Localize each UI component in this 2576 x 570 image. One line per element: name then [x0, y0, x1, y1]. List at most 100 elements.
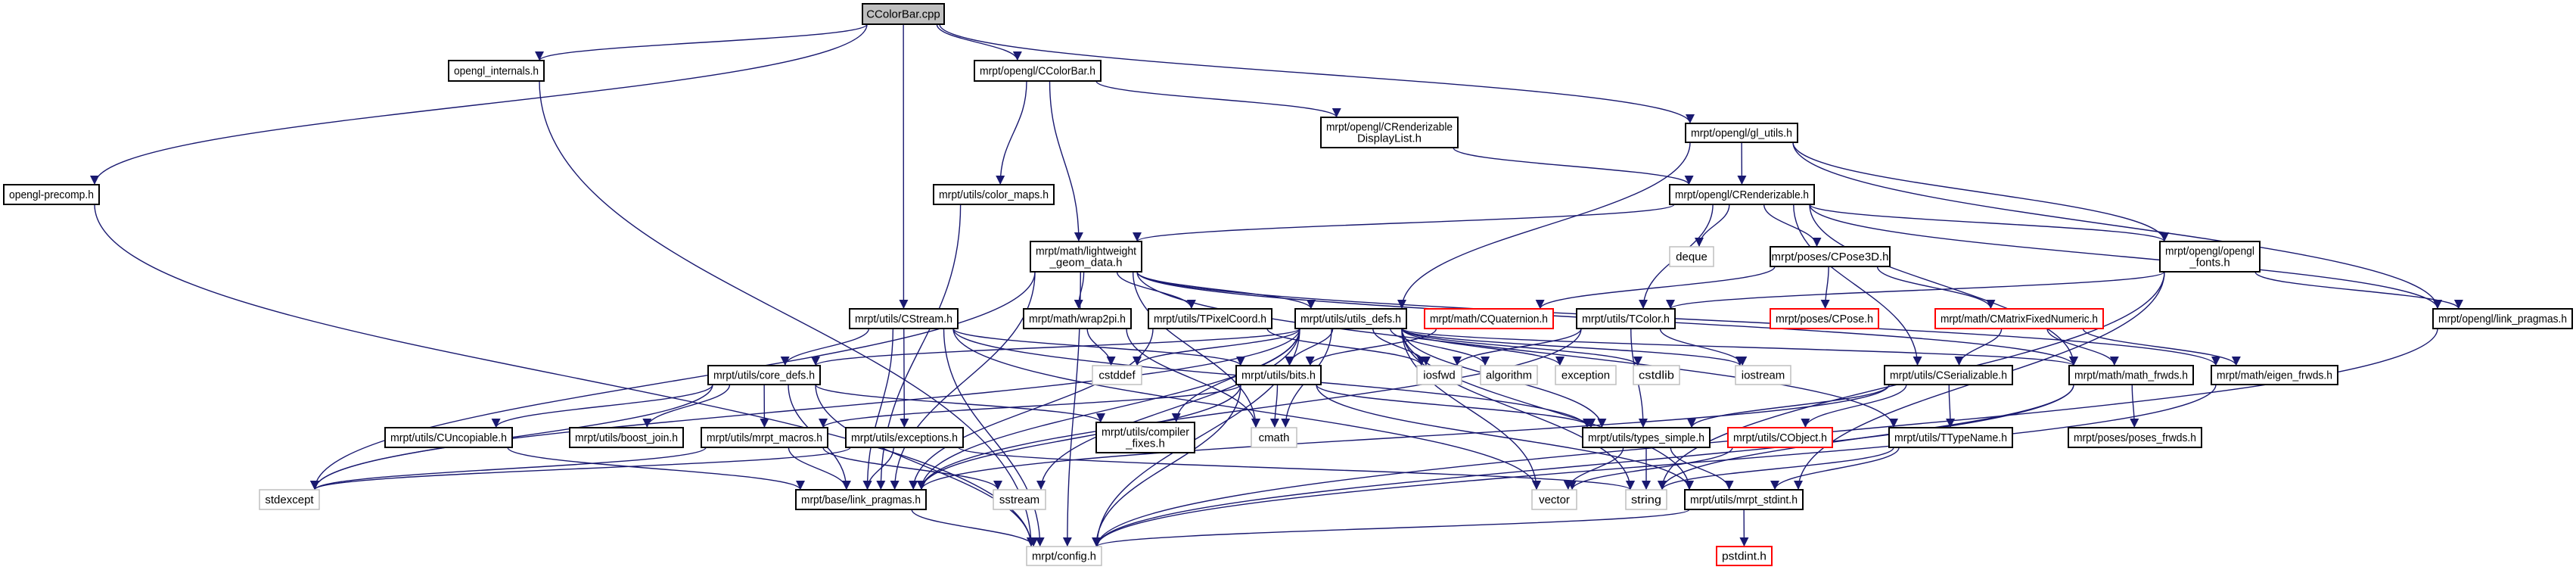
include-node[interactable]: mrpt/base/link_pragmas.h: [795, 489, 927, 510]
include-node[interactable]: mrpt/utils/mrpt_macros.h: [701, 427, 828, 448]
node-label: iosfwd: [1423, 369, 1456, 382]
include-node[interactable]: deque: [1669, 246, 1714, 267]
node-label: iostream: [1742, 369, 1785, 382]
node-label: mrpt/opengl/link_pragmas.h: [2438, 313, 2567, 325]
include-node[interactable]: mrpt/utils/bits.h: [1235, 365, 1322, 385]
include-node[interactable]: exception: [1555, 365, 1617, 385]
node-label: cstddef: [1098, 369, 1136, 382]
dependency-edge: [1316, 384, 1694, 491]
include-node[interactable]: opengl_internals.h: [448, 60, 545, 82]
include-node[interactable]: mrpt/utils/types_simple.h: [1582, 427, 1711, 448]
include-node[interactable]: pstdint.h: [1716, 546, 1773, 566]
dependency-edge: [1133, 328, 1300, 366]
include-node[interactable]: mrpt/opengl/link_pragmas.h: [2432, 308, 2573, 329]
node-label: mrpt/utils/types_simple.h: [1588, 431, 1704, 444]
dependency-edge: [917, 328, 1582, 491]
node-label: mrpt/math/wrap2pi.h: [1029, 313, 1126, 325]
dependency-edge: [815, 384, 1105, 423]
dependency-edge: [2130, 384, 2139, 428]
include-node[interactable]: mrpt/utils/CSerializable.h: [1884, 365, 2013, 385]
node-label: mrpt/math/eigen_frwds.h: [2217, 369, 2332, 382]
dependency-edge: [862, 328, 894, 491]
dependency-edge: [1269, 384, 1279, 428]
dependency-edge: [952, 328, 1245, 366]
include-node[interactable]: mrpt/math/wrap2pi.h: [1023, 308, 1132, 329]
node-label: exception: [1561, 369, 1610, 382]
include-node[interactable]: mrpt/utils/mrpt_stdint.h: [1684, 489, 1804, 510]
include-node[interactable]: mrpt/utils/compiler_fixes.h: [1095, 422, 1195, 453]
include-node[interactable]: algorithm: [1480, 365, 1538, 385]
dependency-edge: [900, 328, 909, 428]
node-label: mrpt/utils/TTypeName.h: [1894, 431, 2007, 444]
include-node[interactable]: mrpt/utils/CObject.h: [1727, 427, 1833, 448]
include-node[interactable]: vector: [1531, 489, 1577, 510]
include-node[interactable]: mrpt/utils/TColor.h: [1576, 308, 1676, 329]
include-node[interactable]: mrpt/opengl/gl_utils.h: [1685, 123, 1798, 143]
node-box: [569, 427, 684, 448]
node-label: mrpt/utils/boost_join.h: [575, 431, 678, 444]
node-box: [1576, 308, 1676, 329]
include-node[interactable]: mrpt/opengl/opengl_fonts.h: [2159, 241, 2261, 273]
include-node[interactable]: mrpt/utils/CStream.h: [849, 308, 959, 329]
include-node[interactable]: string: [1625, 489, 1667, 510]
include-node[interactable]: opengl-precomp.h: [3, 184, 100, 205]
dependency-edge: [1453, 328, 1582, 366]
include-node[interactable]: mrpt/poses/CPose3D.h: [1770, 246, 1891, 267]
node-label: mrpt/utils/utils_defs.h: [1300, 313, 1401, 325]
include-node[interactable]: mrpt/math/math_frwds.h: [2068, 365, 2194, 385]
include-node[interactable]: mrpt/utils/CUncopiable.h: [384, 427, 513, 448]
include-node[interactable]: mrpt/utils/TTypeName.h: [1888, 427, 2013, 448]
include-node[interactable]: mrpt/utils/exceptions.h: [845, 427, 964, 448]
node-box: [2159, 241, 2261, 273]
node-label: mrpt/utils/compiler: [1102, 426, 1189, 439]
include-node[interactable]: stdexcept: [259, 489, 320, 510]
dependency-edge: [811, 328, 1300, 366]
node-box: [259, 489, 320, 510]
node-box: [1770, 246, 1891, 267]
include-node[interactable]: mrpt/math/eigen_frwds.h: [2211, 365, 2338, 385]
include-node[interactable]: mrpt/opengl/CRenderizable.h: [1669, 184, 1815, 205]
node-label: cmath: [1259, 431, 1290, 444]
include-node[interactable]: mrpt/poses/poses_frwds.h: [2068, 427, 2202, 448]
include-node[interactable]: cstddef: [1092, 365, 1142, 385]
dependency-edge: [1946, 384, 1956, 428]
include-node[interactable]: cstdlib: [1633, 365, 1680, 385]
dependency-edge: [1876, 266, 1996, 310]
include-node[interactable]: mrpt/utils/core_defs.h: [707, 365, 821, 385]
dependency-edge: [1401, 328, 1541, 491]
include-node[interactable]: mrpt/math/lightweight_geom_data.h: [1030, 241, 1142, 273]
dependency-edge: [1401, 328, 2078, 366]
include-node[interactable]: mrpt/utils/utils_defs.h: [1294, 308, 1407, 329]
include-node[interactable]: mrpt/config.h: [1026, 546, 1102, 566]
dependency-edge: [1305, 328, 1437, 366]
dependency-edge: [936, 23, 1022, 61]
node-box: [1633, 365, 1680, 385]
node-box: [1669, 246, 1714, 267]
include-node[interactable]: iostream: [1735, 365, 1791, 385]
dependency-edge: [1401, 328, 1635, 491]
node-box: [1424, 308, 1554, 329]
dependency-edge: [1809, 204, 2078, 366]
include-node[interactable]: mrpt/utils/boost_join.h: [569, 427, 684, 448]
dependency-edge: [535, 23, 868, 61]
dependency-edge: [1401, 328, 1565, 366]
node-box: [1625, 489, 1667, 510]
node-box: [1934, 308, 2104, 329]
include-node[interactable]: mrpt/utils/TPixelCoord.h: [1148, 308, 1272, 329]
include-node[interactable]: mrpt/math/CQuaternion.h: [1424, 308, 1554, 329]
include-node[interactable]: mrpt/math/CMatrixFixedNumeric.h: [1934, 308, 2104, 329]
include-node[interactable]: cmath: [1251, 427, 1297, 448]
include-node[interactable]: mrpt/utils/color_maps.h: [933, 184, 1055, 205]
include-node[interactable]: mrpt/opengl/CColorBar.h: [974, 60, 1102, 82]
dependency-edge: [2082, 328, 2241, 366]
node-label: _fonts.h: [2189, 257, 2230, 269]
dependency-edge: [1687, 384, 1890, 428]
include-node[interactable]: mrpt/poses/CPose.h: [1770, 308, 1879, 329]
dependency-edge: [1401, 328, 1745, 366]
dependency-edge: [1658, 447, 1894, 491]
node-box: [1480, 365, 1538, 385]
include-node[interactable]: sstream: [993, 489, 1046, 510]
dependency-edge: [911, 509, 1039, 547]
include-node[interactable]: iosfwd: [1416, 365, 1462, 385]
